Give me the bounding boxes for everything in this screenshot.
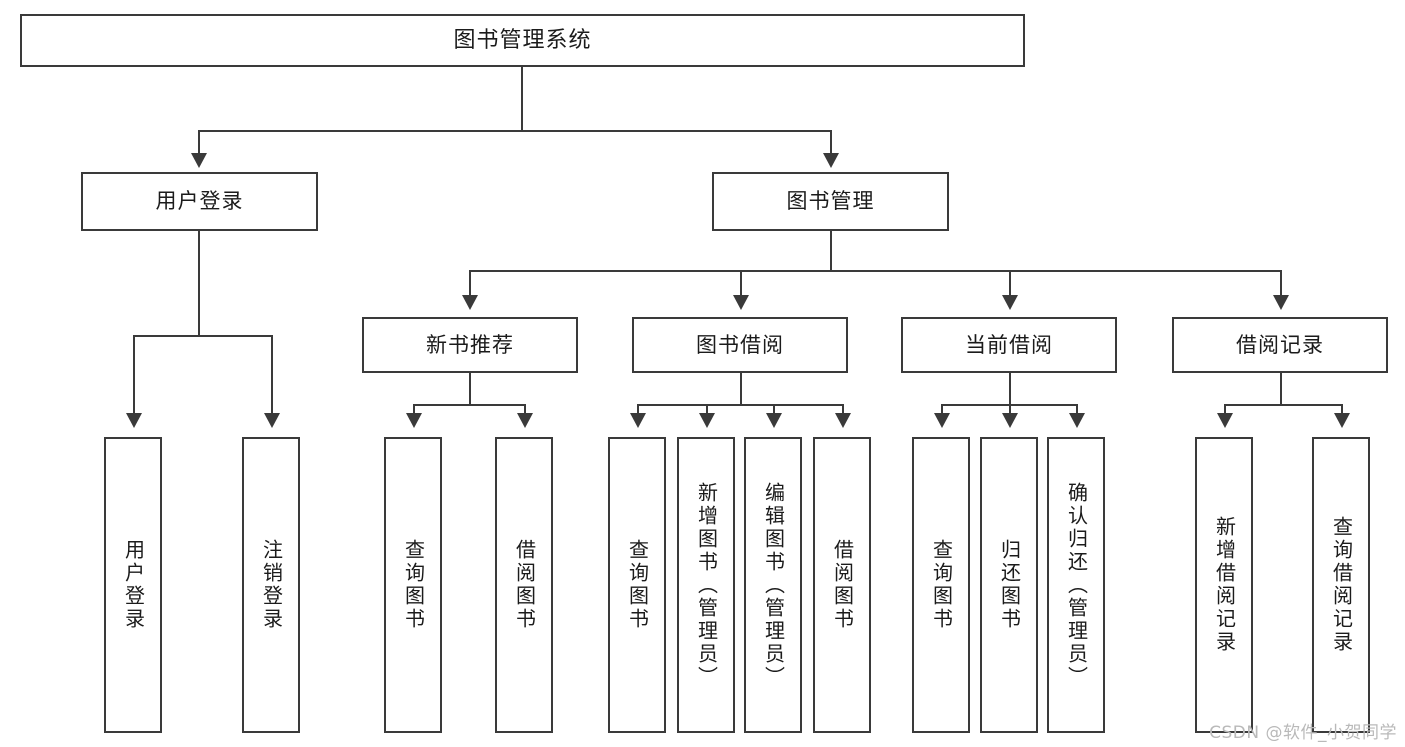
- connector-level2-bus: [469, 270, 1280, 272]
- node-leaf-borrow-book-2[interactable]: 借阅图书: [813, 437, 871, 733]
- arrow-to-current-borrow: [1002, 295, 1018, 310]
- arrow-leaf-add-book: [699, 413, 715, 428]
- node-book-manage-label: 图书管理: [786, 189, 875, 214]
- arrow-leaf-add-record: [1217, 413, 1233, 428]
- connector-book-borrow-bus: [637, 404, 843, 406]
- connector-new-book-recommend-bus: [413, 404, 525, 406]
- arrow-to-book-borrow: [733, 295, 749, 310]
- node-leaf-edit-book[interactable]: 编辑图书（管理员）: [744, 437, 802, 733]
- connector-book-borrow-stem: [740, 373, 742, 404]
- node-new-book-recommend-label: 新书推荐: [426, 332, 514, 357]
- arrow-leaf-query-book-1: [406, 413, 422, 428]
- arrow-to-new-book-recommend: [462, 295, 478, 310]
- connector-level1-bus: [198, 130, 831, 132]
- node-leaf-query-book-2-label: 查询图书: [625, 539, 650, 631]
- arrow-leaf-query-book-2: [630, 413, 646, 428]
- watermark: CSDN @软件_小贺同学: [1209, 723, 1397, 743]
- connector-cb-drop-2: [1009, 404, 1011, 415]
- node-leaf-user-logout-label: 注销登录: [259, 539, 284, 631]
- node-leaf-borrow-book-1[interactable]: 借阅图书: [495, 437, 553, 733]
- arrow-to-user-login: [191, 153, 207, 168]
- connector-new-book-recommend-stem: [469, 373, 471, 404]
- node-leaf-confirm-return-label: 确认归还（管理员）: [1064, 481, 1089, 689]
- connector-bb-drop-4: [842, 404, 844, 415]
- connector-bb-drop-3: [773, 404, 775, 415]
- arrow-to-borrow-record: [1273, 295, 1289, 310]
- node-root-label: 图书管理系统: [453, 27, 592, 53]
- arrow-leaf-confirm-return: [1069, 413, 1085, 428]
- connector-br-drop-2: [1341, 404, 1343, 415]
- node-leaf-borrow-book-1-label: 借阅图书: [512, 539, 537, 631]
- connector-user-login-drop-1: [133, 335, 135, 415]
- node-current-borrow[interactable]: 当前借阅: [901, 317, 1117, 373]
- connector-user-login-drop-2: [271, 335, 273, 415]
- arrow-leaf-return-book: [1002, 413, 1018, 428]
- connector-to-new-book-recommend: [469, 270, 471, 297]
- node-book-borrow-label: 图书借阅: [696, 332, 784, 357]
- node-leaf-query-book-1[interactable]: 查询图书: [384, 437, 442, 733]
- connector-current-borrow-bus: [941, 404, 1076, 406]
- connector-to-borrow-record: [1280, 270, 1282, 297]
- connector-user-login-bus: [133, 335, 272, 337]
- connector-borrow-record-stem: [1280, 373, 1282, 404]
- node-leaf-borrow-book-2-label: 借阅图书: [830, 539, 855, 631]
- node-leaf-user-logout[interactable]: 注销登录: [242, 437, 300, 733]
- connector-br-drop-1: [1224, 404, 1226, 415]
- arrow-leaf-user-login: [126, 413, 142, 428]
- connector-borrow-record-bus: [1224, 404, 1341, 406]
- arrow-leaf-user-logout: [264, 413, 280, 428]
- node-leaf-return-book-label: 归还图书: [997, 539, 1022, 631]
- node-leaf-add-book-label: 新增图书（管理员）: [694, 481, 719, 689]
- node-borrow-record-label: 借阅记录: [1236, 332, 1324, 357]
- connector-to-current-borrow: [1009, 270, 1011, 297]
- arrow-leaf-borrow-book-2: [835, 413, 851, 428]
- node-leaf-add-record[interactable]: 新增借阅记录: [1195, 437, 1253, 733]
- node-new-book-recommend[interactable]: 新书推荐: [362, 317, 578, 373]
- connector-to-book-borrow: [740, 270, 742, 297]
- connector-user-login-stem: [198, 231, 200, 335]
- node-book-manage[interactable]: 图书管理: [712, 172, 949, 231]
- node-leaf-user-login-label: 用户登录: [121, 539, 146, 631]
- node-user-login[interactable]: 用户登录: [81, 172, 318, 231]
- connector-bb-drop-2: [706, 404, 708, 415]
- arrow-to-book-manage: [823, 153, 839, 168]
- node-leaf-add-book[interactable]: 新增图书（管理员）: [677, 437, 735, 733]
- node-leaf-query-book-2[interactable]: 查询图书: [608, 437, 666, 733]
- node-leaf-add-record-label: 新增借阅记录: [1212, 516, 1237, 654]
- connector-nbr-drop-2: [524, 404, 526, 415]
- node-leaf-query-book-3-label: 查询图书: [929, 539, 954, 631]
- arrow-leaf-borrow-book-1: [517, 413, 533, 428]
- arrow-leaf-query-book-3: [934, 413, 950, 428]
- node-leaf-user-login[interactable]: 用户登录: [104, 437, 162, 733]
- connector-nbr-drop-1: [413, 404, 415, 415]
- node-book-borrow[interactable]: 图书借阅: [632, 317, 848, 373]
- node-leaf-query-book-1-label: 查询图书: [401, 539, 426, 631]
- node-borrow-record[interactable]: 借阅记录: [1172, 317, 1388, 373]
- arrow-leaf-query-record: [1334, 413, 1350, 428]
- node-leaf-edit-book-label: 编辑图书（管理员）: [761, 481, 786, 689]
- node-root[interactable]: 图书管理系统: [20, 14, 1025, 67]
- connector-to-book-manage: [830, 130, 832, 155]
- node-user-login-label: 用户登录: [155, 189, 244, 214]
- node-leaf-query-record-label: 查询借阅记录: [1329, 516, 1354, 654]
- connector-current-borrow-stem: [1009, 373, 1011, 404]
- connector-cb-drop-3: [1076, 404, 1078, 415]
- node-leaf-confirm-return[interactable]: 确认归还（管理员）: [1047, 437, 1105, 733]
- node-current-borrow-label: 当前借阅: [965, 332, 1053, 357]
- arrow-leaf-edit-book: [766, 413, 782, 428]
- connector-cb-drop-1: [941, 404, 943, 415]
- connector-to-user-login: [198, 130, 200, 155]
- connector-bb-drop-1: [637, 404, 639, 415]
- connector-root-stem: [521, 67, 523, 130]
- node-leaf-query-book-3[interactable]: 查询图书: [912, 437, 970, 733]
- node-leaf-return-book[interactable]: 归还图书: [980, 437, 1038, 733]
- node-leaf-query-record[interactable]: 查询借阅记录: [1312, 437, 1370, 733]
- connector-book-manage-stem: [830, 231, 832, 270]
